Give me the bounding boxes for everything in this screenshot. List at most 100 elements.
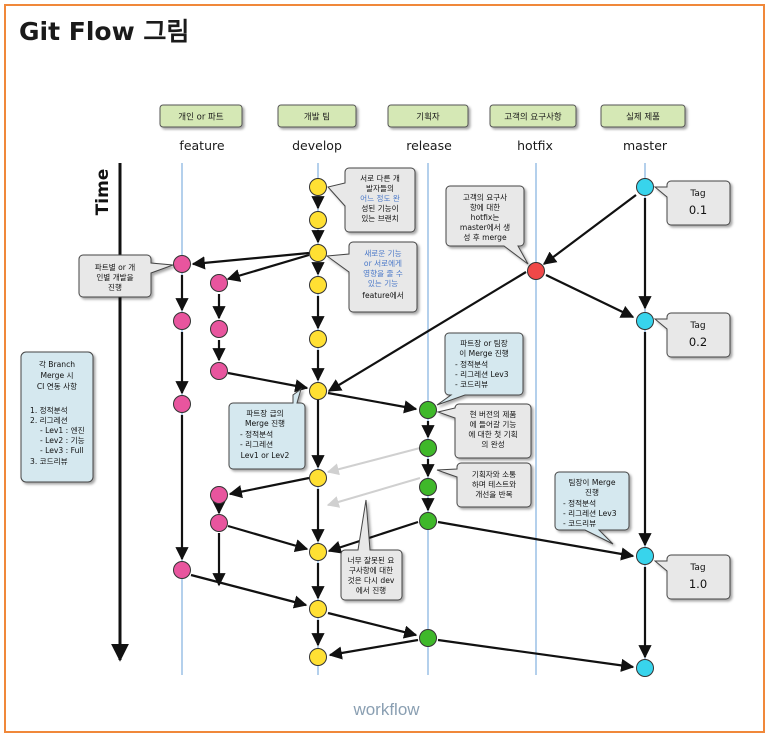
master-commit	[636, 312, 654, 330]
note-line: feature에서	[362, 291, 403, 300]
hotfix-commit	[527, 262, 545, 280]
note-line: - 리그레션 Lev3	[455, 369, 509, 379]
role-label: 실제 제품	[626, 112, 660, 123]
note-line: 너무 잘못된 요	[348, 555, 395, 565]
role-label: 개발 팀	[304, 112, 330, 123]
note-line: Merge 시	[40, 371, 73, 380]
tag-label: Tag	[689, 563, 705, 573]
role-label: 개인 or 파트	[178, 112, 224, 123]
feature-commit	[210, 320, 228, 338]
develop-commit	[309, 178, 327, 196]
tag-0-1: Tag 0.1	[653, 180, 731, 226]
tag-version: 0.2	[689, 335, 707, 349]
note-line: or 서로에게	[364, 258, 402, 268]
note-line: 파트별 or 개	[95, 262, 136, 272]
note-release-first: 현 버전의 제품 에 들어갈 기능 에 대한 첫 기획 의 완성	[436, 403, 532, 459]
note-line: 팀장이 Merge	[568, 477, 615, 487]
note-line: - 정적분석	[455, 359, 488, 369]
note-line: 3. 코드리뷰	[30, 457, 68, 466]
develop-commit	[309, 244, 327, 262]
callouts: 서로 다른 개 발자들의 어느 정도 완 성된 기능이 있는 브랜치 새로운 기…	[20, 167, 731, 601]
develop-commit	[309, 382, 327, 400]
note-line: 에 대한 첫 기획	[468, 429, 517, 439]
role-headers: 개인 or 파트 개발 팀 기획자 고객의 요구사항 실제 제품	[159, 104, 686, 128]
note-line: 의 완성	[481, 439, 504, 449]
note-line: 현 버전의 제품	[470, 409, 517, 419]
branch-labels: feature develop release hotfix master	[179, 138, 667, 153]
note-line: 개선을 반복	[475, 489, 512, 499]
branch-label-hotfix: hotfix	[517, 138, 553, 153]
flow-arrows	[175, 194, 652, 672]
note-line: 성된 기능이	[361, 203, 398, 213]
role-header-individual: 개인 or 파트	[159, 104, 243, 128]
note-release-test: 기획자와 소통 하며 테스트와 개선을 반복	[436, 462, 532, 508]
develop-commit	[309, 211, 327, 229]
feature-commit	[173, 561, 191, 579]
tag-version: 0.1	[689, 203, 707, 217]
release-commit	[419, 439, 437, 457]
note-line: 파트장 or 팀장	[460, 338, 508, 348]
note-line: master에서 생	[460, 222, 510, 232]
note-line: hotfix는	[471, 213, 500, 222]
tag-version: 1.0	[689, 577, 707, 591]
release-commit	[419, 512, 437, 530]
note-line: 2. 리그레션	[30, 415, 68, 425]
release-commit	[419, 478, 437, 496]
note-line: 고객의 요구사	[463, 192, 507, 202]
tag-label: Tag	[689, 189, 705, 199]
note-line: 서로 다른 개	[360, 173, 400, 183]
time-label: Time	[93, 169, 113, 216]
time-axis: Time	[93, 163, 129, 662]
note-line: 항에 대한	[470, 203, 500, 212]
note-line: 이 Merge 진행	[459, 348, 509, 358]
note-team-merge: 팀장이 Merge 진행 - 정적분석 - 리그레션 Lev3 - 코드리뷰	[554, 471, 630, 545]
note-line: 에서 진행	[356, 585, 386, 595]
role-header-dev-team: 개발 팀	[277, 104, 357, 128]
branch-label-feature: feature	[179, 138, 224, 153]
note-line: Merge 진행	[245, 418, 285, 428]
note-line: 것은 다시 dev	[348, 575, 395, 585]
note-line: 1. 정적분석	[30, 405, 68, 415]
note-feature-dev: 파트별 or 개 인별 개발을 진행	[78, 254, 174, 298]
branch-label-develop: develop	[292, 138, 342, 153]
note-line: 에 들어갈 기능	[470, 419, 517, 429]
note-line: 인별 개발을	[96, 272, 133, 282]
feature-commit	[173, 255, 191, 273]
note-line: - 코드리뷰	[455, 380, 488, 389]
role-label: 기획자	[416, 112, 440, 123]
page-title: Git Flow 그림	[19, 17, 190, 46]
role-header-product: 실제 제품	[600, 104, 686, 128]
feature-commit	[210, 514, 228, 532]
note-line: 성 후 merge	[463, 233, 507, 242]
note-line: CI 연동 사항	[37, 382, 77, 391]
note-line: 있는 기능	[368, 279, 398, 288]
note-line: Lev1 or Lev2	[241, 451, 290, 460]
feature-commit	[210, 362, 228, 380]
note-line: - 코드리뷰	[563, 519, 596, 528]
master-commit	[636, 547, 654, 565]
develop-commit	[309, 276, 327, 294]
commits	[173, 178, 654, 677]
figure-caption: workflow	[353, 700, 420, 719]
feature-commit	[210, 274, 228, 292]
branch-label-master: master	[623, 138, 668, 153]
role-header-planner: 기획자	[387, 104, 469, 128]
note-line: 발자들의	[366, 183, 394, 193]
note-line: 있는 브랜치	[361, 213, 398, 223]
note-line: 각 Branch	[39, 359, 75, 369]
note-line: 진행	[108, 282, 122, 292]
feature-commit	[173, 312, 191, 330]
note-line: 진행	[585, 487, 599, 497]
note-line: - 정적분석	[563, 498, 596, 508]
develop-commit	[309, 469, 327, 487]
master-commit	[636, 659, 654, 677]
note-line: 기획자와 소통	[472, 469, 516, 479]
note-line: 새로운 기능	[364, 249, 401, 258]
role-label: 고객의 요구사항	[504, 112, 562, 123]
figure-frame	[4, 4, 765, 733]
develop-commit	[309, 600, 327, 618]
note-line: 구사항에 대한	[349, 566, 393, 575]
note-line: 영향을 줄 수	[363, 268, 403, 278]
branch-label-release: release	[406, 138, 452, 153]
